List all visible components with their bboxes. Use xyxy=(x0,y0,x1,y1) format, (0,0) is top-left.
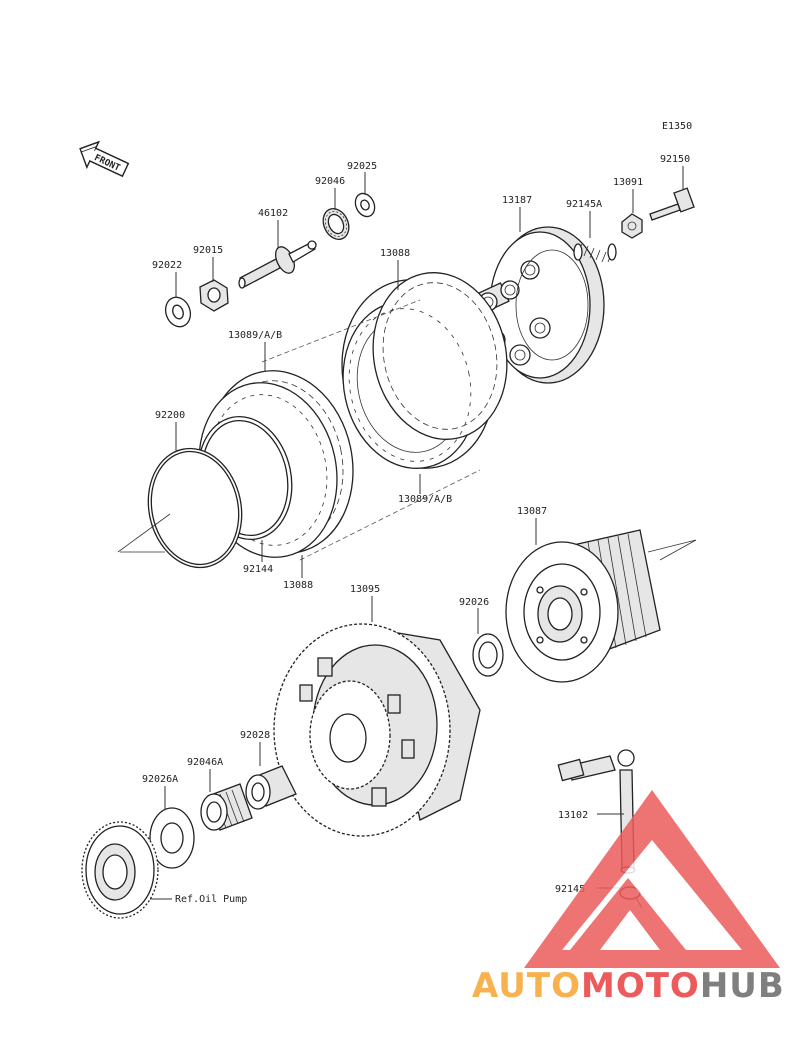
part-label-p-92028: 92028 xyxy=(240,730,270,741)
part-label-p-92046: 92046 xyxy=(315,176,345,187)
part-label-p-92025: 92025 xyxy=(347,161,377,172)
watermark-triangle-logo xyxy=(524,790,780,968)
pressure-plate-13187 xyxy=(474,226,605,384)
part-label-p-13091: 13091 xyxy=(613,177,643,188)
spring-holder-13091 xyxy=(621,213,643,239)
part-label-p-92015: 92015 xyxy=(193,245,223,256)
part-label-p-13102: 13102 xyxy=(558,810,588,821)
push-rod-46102 xyxy=(238,240,317,289)
watermark-auto: AUTO xyxy=(472,966,581,1006)
leader-lines xyxy=(150,166,684,900)
oil-pump-gear xyxy=(81,821,159,919)
part-label-p-92145A: 92145A xyxy=(566,199,602,210)
part-label-p-13088-top: 13088 xyxy=(380,248,410,259)
part-label-p-92150: 92150 xyxy=(660,154,690,165)
part-label-p-13089-top: 13089/A/B xyxy=(228,330,282,341)
part-label-p-46102: 46102 xyxy=(258,208,288,219)
collar-92028 xyxy=(245,765,297,810)
part-label-p-92046A: 92046A xyxy=(187,757,223,768)
part-label-p-92022: 92022 xyxy=(152,260,182,271)
ref-oil-pump-label: Ref.Oil Pump xyxy=(175,894,247,905)
plate-stack-upper xyxy=(341,272,508,469)
part-label-p-13087: 13087 xyxy=(517,506,547,517)
washer-92025 xyxy=(354,192,376,218)
clutch-housing-13095 xyxy=(273,623,481,837)
automotohub-watermark: AUTOMOTOHUB xyxy=(472,790,785,1006)
part-label-p-92144: 92144 xyxy=(243,564,273,575)
snap-ring-92200 xyxy=(147,447,243,569)
nut-92015 xyxy=(199,279,229,312)
watermark-moto: MOTO xyxy=(581,966,700,1006)
part-label-p-13088-bot: 13088 xyxy=(283,580,313,591)
part-label-p-13089-bot: 13089/A/B xyxy=(398,494,452,505)
spring-92145A xyxy=(573,243,617,263)
part-label-p-92145: 92145 xyxy=(555,884,585,895)
bearing-92046 xyxy=(322,207,350,241)
part-label-p-92200: 92200 xyxy=(155,410,185,421)
washer-92026A xyxy=(149,807,195,869)
clutch-hub-13087 xyxy=(505,529,697,683)
washer-92022 xyxy=(164,296,192,328)
bearing-92046A xyxy=(200,783,253,831)
bolt-92150 xyxy=(649,187,695,221)
part-label-p-92026A: 92026A xyxy=(142,774,178,785)
part-label-p-13095: 13095 xyxy=(350,584,380,595)
front-direction-arrow: FRONT xyxy=(79,140,130,178)
diagram-code: E1350 xyxy=(662,121,692,132)
watermark-hub: HUB xyxy=(700,966,785,1006)
washer-92026 xyxy=(472,633,504,677)
part-label-p-13187: 13187 xyxy=(502,195,532,206)
part-label-p-92026: 92026 xyxy=(459,597,489,608)
svg-text:AUTOMOTOHUB: AUTOMOTOHUB xyxy=(472,966,785,1006)
